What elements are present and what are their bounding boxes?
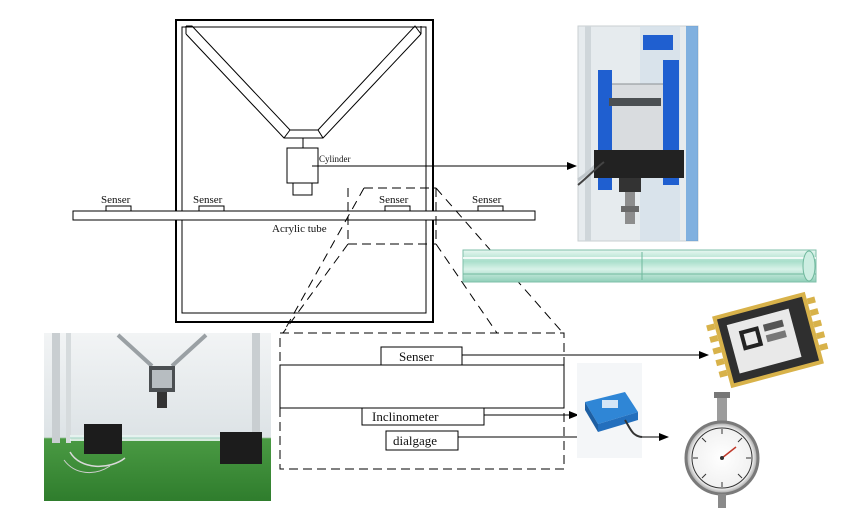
detail-inclinometer-label: Inclinometer bbox=[372, 409, 439, 424]
detail-senser-box bbox=[380, 346, 463, 366]
test-rig-photo bbox=[44, 333, 271, 501]
cylinder-block bbox=[286, 138, 319, 196]
frame-inner bbox=[181, 26, 427, 314]
v-arms bbox=[185, 25, 422, 139]
acrylic-tube-photo bbox=[462, 249, 817, 283]
sensor-1-label: Senser bbox=[101, 194, 131, 206]
sensor-2: Senser bbox=[193, 194, 225, 212]
sensor-3: Senser bbox=[379, 194, 411, 212]
acrylic-tube-label: Acrylic tube bbox=[272, 223, 327, 235]
sensor-chip-photo bbox=[706, 291, 829, 389]
detail-senser-label: Senser bbox=[399, 349, 434, 364]
sensor-1: Senser bbox=[101, 194, 132, 212]
cylinder-photo bbox=[577, 25, 699, 242]
dial-gauge-photo bbox=[684, 392, 760, 508]
sensor-4: Senser bbox=[472, 194, 504, 212]
sensor-3-label: Senser bbox=[379, 194, 409, 206]
sensor-4-label: Senser bbox=[472, 194, 502, 206]
sensor-2-label: Senser bbox=[193, 194, 223, 206]
detail-dialgage-box bbox=[385, 430, 459, 451]
frame-outer bbox=[175, 19, 434, 323]
detail-tube-section bbox=[279, 364, 565, 409]
detail-dialgage-label: dialgage bbox=[393, 433, 437, 448]
cylinder-label: Cylinder bbox=[319, 154, 351, 164]
detail-inclinometer-box bbox=[361, 407, 485, 426]
inclinometer-photo bbox=[577, 363, 643, 458]
acrylic-tube-bar bbox=[72, 210, 536, 221]
